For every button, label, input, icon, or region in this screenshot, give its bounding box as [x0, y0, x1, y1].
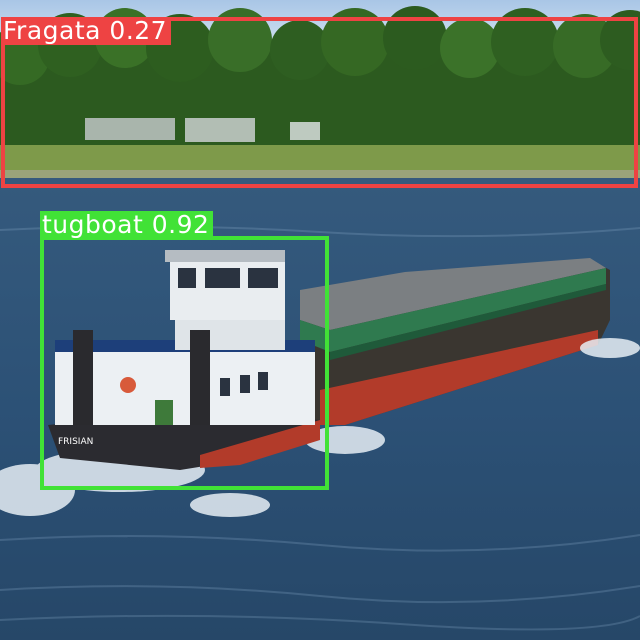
fragata-detection-label: Fragata 0.27 — [1, 17, 172, 45]
tugboat-detection-box — [40, 236, 329, 490]
fragata-detection-box — [1, 17, 638, 188]
hull-name: FRISIAN — [58, 437, 93, 447]
tugboat-vessel: FRISIAN — [48, 250, 320, 470]
tugboat-detection-label: tugboat 0.92 — [40, 211, 214, 239]
tree-line — [0, 6, 640, 145]
cargo-barge — [300, 258, 610, 425]
